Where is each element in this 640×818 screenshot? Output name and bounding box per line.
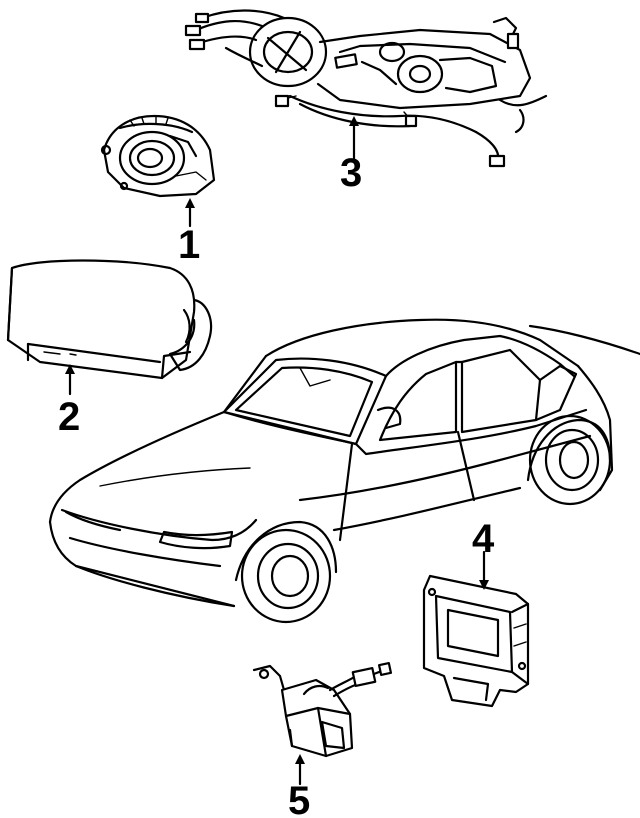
part-1-clock-spring: [100, 114, 216, 228]
callout-4: 4: [472, 517, 495, 561]
part-2-airbag-module: [6, 259, 213, 396]
callout-2: 2: [58, 395, 80, 439]
part-3-steering-column: [184, 9, 548, 168]
callout-5: 5: [288, 779, 310, 818]
callout-3: 3: [340, 151, 362, 195]
callout-1: 1: [178, 223, 200, 267]
part-5-impact-sensor: [252, 661, 393, 786]
part-4-control-module: [422, 550, 530, 708]
car-illustration: [48, 318, 640, 624]
